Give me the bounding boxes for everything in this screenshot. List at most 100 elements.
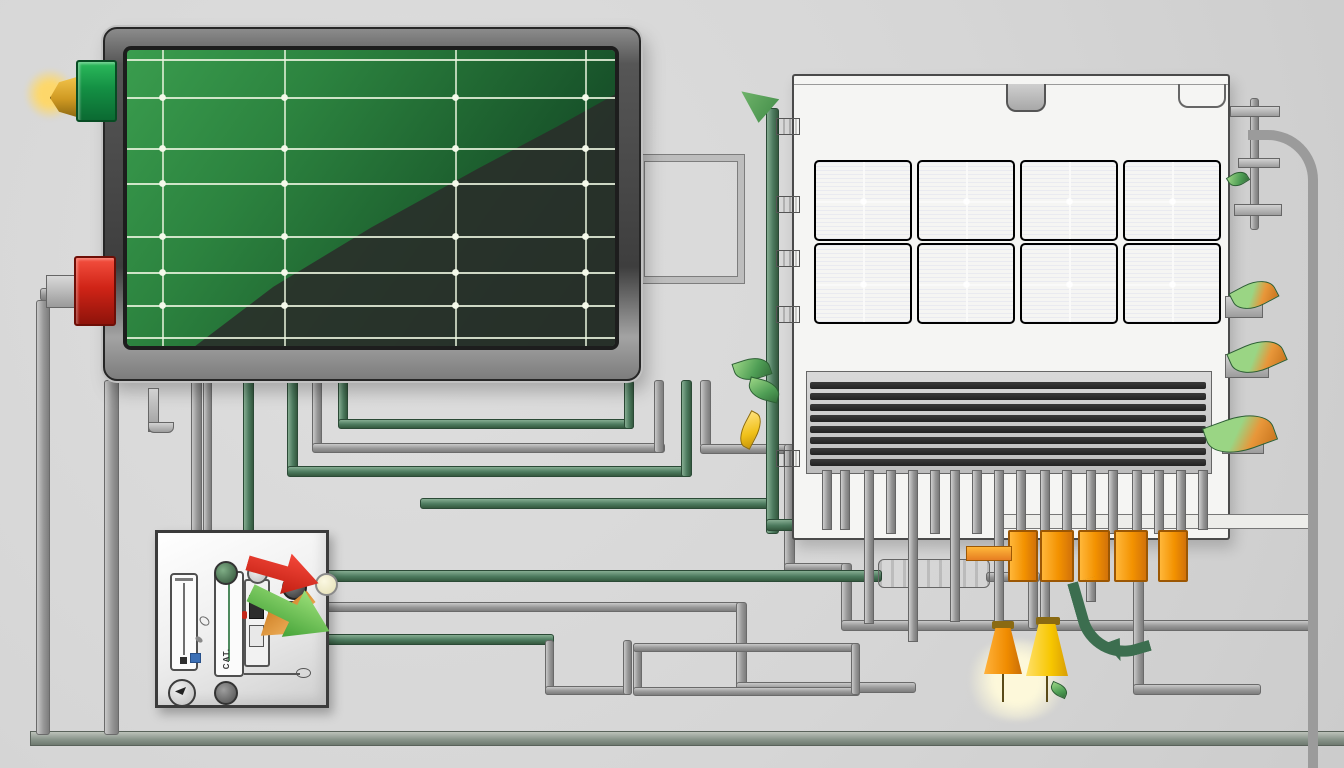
rotary-knob-1 [168, 679, 196, 707]
breaker-red-dot [242, 611, 247, 619]
drop-pipe [972, 470, 982, 534]
screen-grid-dot [452, 94, 459, 101]
slider-track [228, 581, 230, 661]
screen-grid-dot [452, 302, 459, 309]
heatsink-slat [810, 426, 1206, 433]
gray-pipe-segment [203, 380, 212, 537]
red-plug [74, 256, 116, 326]
green-pipe-segment [624, 380, 634, 429]
gauge-knob [214, 561, 238, 585]
screen-grid-dot [159, 145, 166, 152]
green-pipe-segment [322, 634, 554, 645]
orange-funnel-connector [984, 628, 1022, 674]
heatsink-louvers [806, 371, 1212, 474]
slider-gauge-2: CAT. [214, 571, 244, 677]
bottom-main-pipe [30, 731, 1344, 746]
slider-cap [175, 578, 193, 581]
solar-cell [1123, 160, 1221, 241]
gray-pipe-segment [633, 687, 860, 696]
screen-grid-dot [582, 233, 589, 240]
right-curved-pipe [1248, 130, 1318, 768]
drop-pipe [1062, 470, 1072, 534]
solar-cell [917, 243, 1015, 324]
gray-pipe-segment [545, 686, 632, 695]
pipe-bracket [776, 118, 800, 135]
heatsink-slat [810, 404, 1206, 411]
screen-grid-dot [452, 180, 459, 187]
green-pipe-segment [287, 466, 692, 477]
green-pipe-segment [338, 419, 634, 429]
screen-shadow-region [195, 94, 615, 346]
screen-grid-dot [281, 180, 288, 187]
screen-grid-dot [582, 145, 589, 152]
screen-grid-dot [281, 269, 288, 276]
screen-grid-dot [159, 180, 166, 187]
orange-block-connector [1040, 530, 1074, 582]
cell-center-dot [1169, 280, 1176, 288]
gray-pipe-segment [623, 640, 632, 695]
screen-grid-dot [281, 302, 288, 309]
cell-center-dot [1066, 280, 1073, 288]
indicator-light [315, 573, 338, 596]
screen-grid-dot [159, 302, 166, 309]
drop-pipe [950, 470, 960, 622]
cell-center-dot [860, 197, 867, 205]
green-pipe-segment [766, 108, 779, 534]
pipe-fitting [1230, 106, 1280, 117]
empty-frame-outline [637, 154, 745, 284]
screen-grid-dot [159, 269, 166, 276]
drop-pipe [930, 470, 940, 534]
gray-pipe-segment [654, 380, 664, 453]
drop-pipe [822, 470, 832, 530]
screen-grid-vline [284, 50, 286, 346]
funnel-wire [1002, 674, 1004, 702]
screen-grid-hline [127, 272, 615, 274]
cell-center-dot [1169, 197, 1176, 205]
screen-grid-hline [127, 305, 615, 307]
screen-grid-vline [162, 50, 164, 346]
solar-cell [1020, 243, 1118, 324]
screen-grid-dot [452, 269, 459, 276]
screen-grid-hline [127, 337, 615, 339]
pipe-coupling [878, 559, 990, 588]
gray-pipe-segment [851, 643, 860, 695]
solar-cell [917, 160, 1015, 241]
green-plug [76, 60, 117, 122]
funnel-wire [1046, 676, 1048, 702]
drop-pipe [864, 470, 874, 624]
pipe-bracket [776, 250, 800, 267]
green-display-monitor [103, 27, 641, 381]
heatsink-slat [810, 415, 1206, 422]
gray-pipe-segment [191, 380, 202, 537]
cell-center-dot [963, 197, 970, 205]
solar-cell [1123, 243, 1221, 324]
green-pipe-segment [420, 498, 774, 509]
gray-pipe-segment [322, 602, 744, 612]
screen-grid-vline [585, 50, 587, 346]
drop-pipe [1016, 470, 1026, 534]
solar-cell-grid [794, 76, 1228, 538]
yellow-funnel-connector [1026, 624, 1068, 676]
slider-track [183, 583, 185, 655]
heatsink-slat [810, 459, 1206, 466]
solar-cell [1020, 160, 1118, 241]
slider-foot [180, 657, 187, 664]
drop-pipe [1176, 470, 1186, 534]
orange-block-connector [1158, 530, 1188, 582]
screen-grid-dot [582, 180, 589, 187]
cell-center-dot [1066, 197, 1073, 205]
blue-mini-icon [190, 653, 201, 663]
gray-pipe-segment [104, 380, 119, 735]
bottom-rule [244, 673, 300, 675]
knob-pointer [175, 687, 186, 695]
pipe-bracket [776, 306, 800, 323]
mounting-notch-outline [1178, 84, 1226, 108]
green-pipe-segment [322, 570, 882, 582]
green-pipe-segment [243, 380, 254, 537]
small-ellipse-icon [197, 614, 212, 628]
screen-grid-dot [582, 94, 589, 101]
solar-cell [814, 160, 912, 241]
gray-pipe-segment [700, 380, 711, 447]
heatsink-slat [810, 437, 1206, 444]
screen-grid-dot [452, 233, 459, 240]
